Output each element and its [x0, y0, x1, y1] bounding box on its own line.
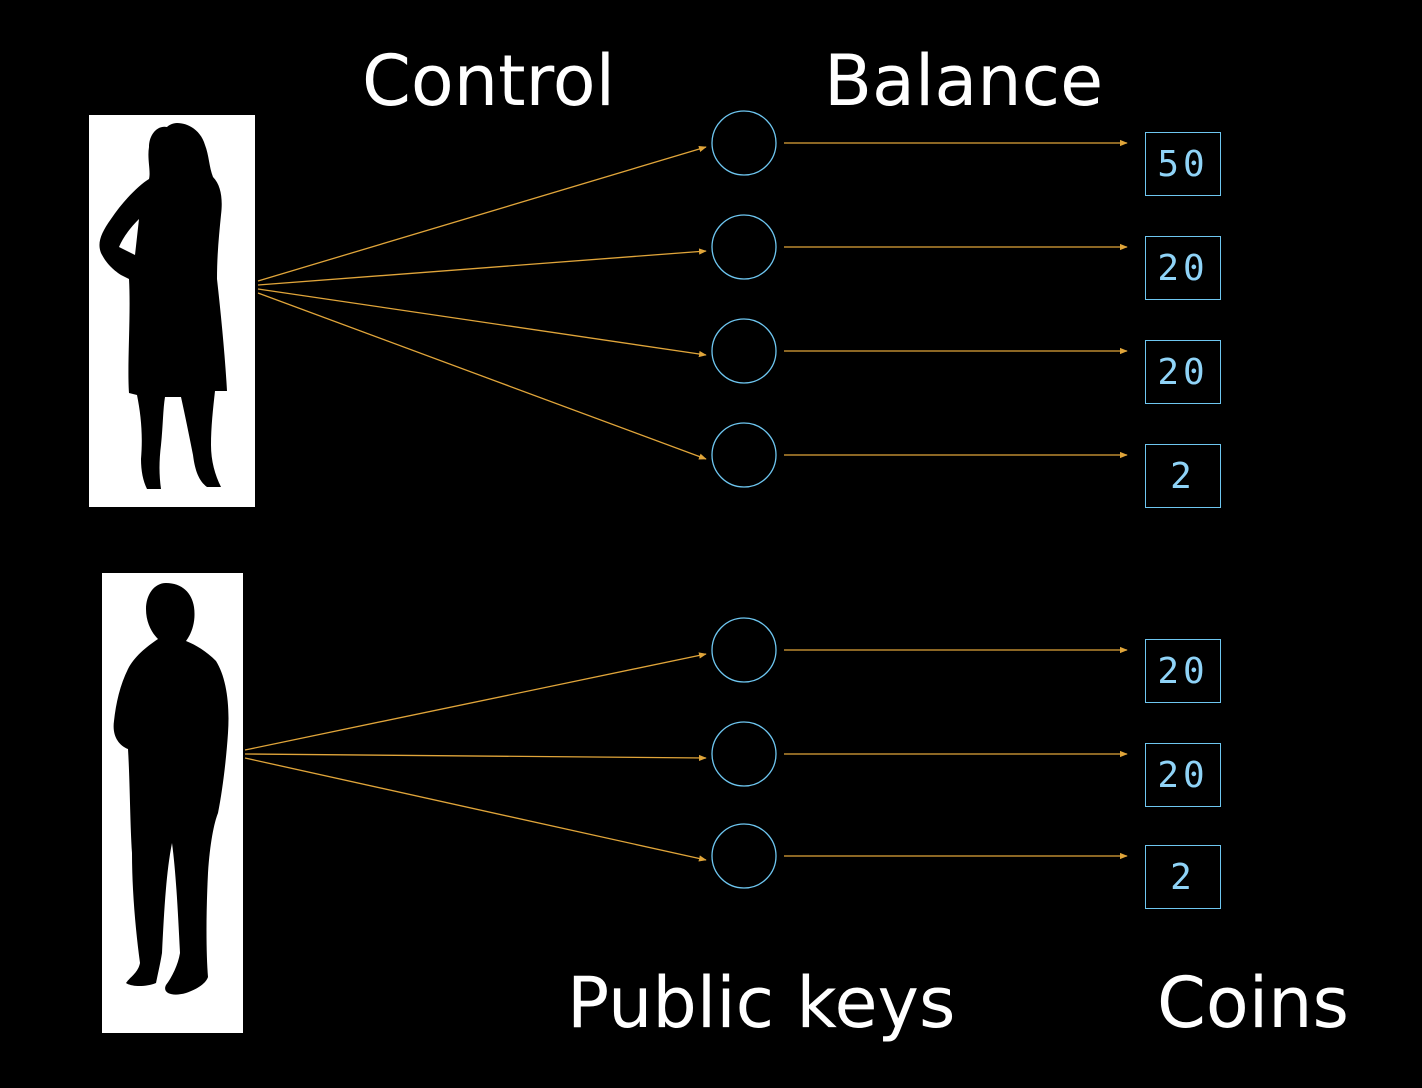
coin-value: 20: [1145, 236, 1221, 300]
control-arrow: [257, 292, 707, 460]
control-label: Control: [362, 40, 616, 122]
control-arrow: [244, 652, 707, 751]
coin-value: 50: [1145, 132, 1221, 196]
coin-value: 20: [1145, 340, 1221, 404]
public-key-circle: [711, 823, 777, 889]
public-keys-label: Public keys: [567, 962, 956, 1044]
control-arrow: [257, 248, 707, 286]
control-arrow: [244, 757, 707, 862]
public-key-circle: [711, 422, 777, 488]
public-key-circle: [711, 214, 777, 280]
man-silhouette-icon: [102, 573, 243, 1033]
woman-silhouette-icon: [89, 115, 255, 507]
public-key-circle: [711, 721, 777, 787]
control-arrow: [257, 146, 707, 282]
coins-label: Coins: [1157, 962, 1349, 1044]
control-arrow: [244, 753, 707, 762]
balance-label: Balance: [824, 40, 1104, 122]
public-key-circle: [711, 110, 777, 176]
control-arrow: [257, 288, 707, 358]
public-key-circle: [711, 318, 777, 384]
coin-value: 2: [1145, 845, 1221, 909]
coin-value: 20: [1145, 743, 1221, 807]
public-key-circle: [711, 617, 777, 683]
coin-value: 2: [1145, 444, 1221, 508]
coin-value: 20: [1145, 639, 1221, 703]
